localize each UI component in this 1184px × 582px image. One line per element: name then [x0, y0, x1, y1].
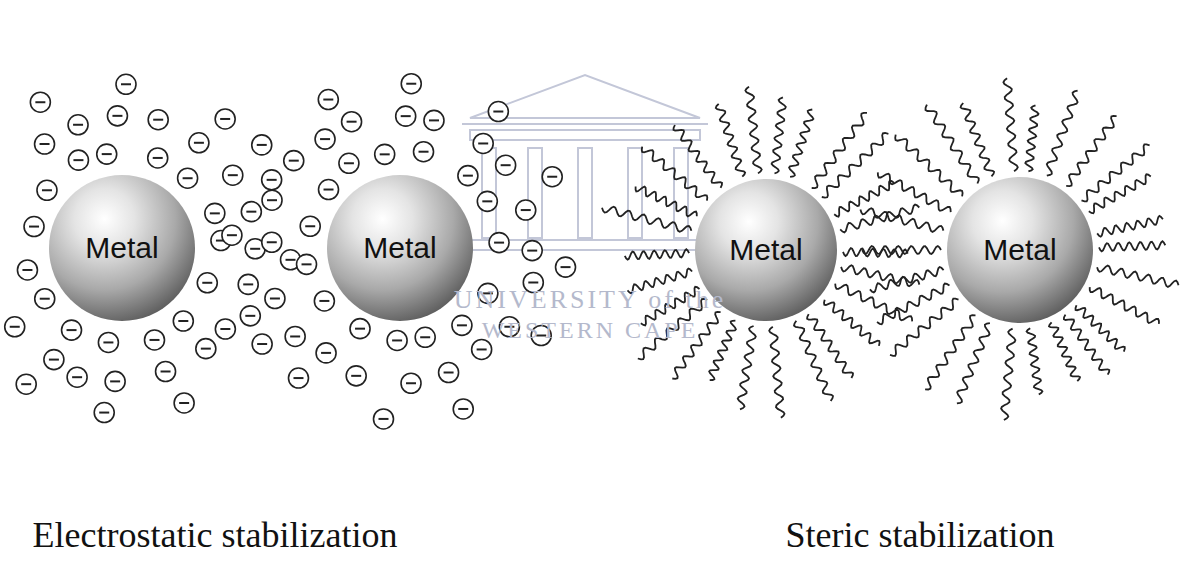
metal-particle: Metal — [327, 175, 473, 321]
watermark-building — [462, 75, 708, 250]
watermark-text: UNIVERSITY of the — [454, 285, 726, 315]
particle-label: Metal — [363, 231, 436, 265]
particle-label: Metal — [729, 233, 802, 267]
metal-particle: Metal — [49, 175, 195, 321]
caption-label: Steric stabilization — [786, 514, 1055, 556]
caption-label: Electrostatic stabilization — [33, 514, 398, 556]
negative-charges — [5, 74, 576, 429]
polymer-chains — [602, 78, 1179, 420]
particle-label: Metal — [85, 231, 158, 265]
particle-label: Metal — [983, 233, 1056, 267]
watermark-text: WESTERN CAPE — [482, 317, 699, 344]
metal-particle: Metal — [947, 177, 1093, 323]
